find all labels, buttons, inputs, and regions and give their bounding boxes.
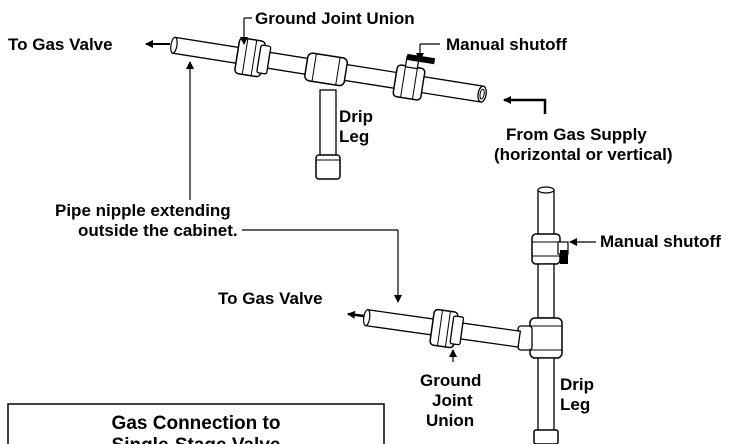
- top-manual-shutoff-label: Manual shutoff: [446, 35, 567, 54]
- bottom-pipe-nipple: [364, 309, 438, 337]
- bottom-tee-fitting: [517, 317, 563, 359]
- bottom-manual-shutoff-label: Manual shutoff: [600, 232, 721, 251]
- top-to-gas-valve-label: To Gas Valve: [8, 35, 113, 54]
- pipe-nipple-label-line2: outside the cabinet.: [78, 221, 238, 240]
- bottom-drip-leg: [533, 357, 559, 444]
- caption-box: Gas Connection to Single-Stage Valve: [7, 403, 385, 444]
- from-gas-supply-label-line2: (horizontal or vertical): [494, 145, 673, 164]
- from-gas-supply-arrow: [503, 96, 547, 114]
- bottom-ground-joint-union: [429, 308, 465, 349]
- top-drip-label-line1: Drip: [339, 107, 373, 126]
- pipe-nipple-label-line1: Pipe nipple extending: [55, 201, 231, 220]
- bottom-ground-label-line1: Ground: [420, 371, 481, 390]
- bottom-drip-label-line1: Drip: [560, 375, 594, 394]
- top-ground-joint-union-label: Ground Joint Union: [255, 9, 415, 28]
- bottom-pipe-assembly: [362, 186, 569, 444]
- top-drip-leg: [315, 89, 341, 180]
- top-pipe-assembly: [170, 36, 487, 180]
- bottom-ground-label-line2: Joint: [432, 391, 473, 410]
- caption-title-line2: Single-Stage Valve: [112, 435, 281, 444]
- caption-title-line1: Gas Connection to: [112, 413, 281, 434]
- bottom-manual-shutoff-valve: [531, 233, 569, 265]
- bottom-ground-label-line3: Union: [426, 411, 474, 430]
- bottom-drip-label-line2: Leg: [560, 395, 590, 414]
- top-tee-fitting: [304, 52, 349, 87]
- top-ground-joint-union: [234, 37, 272, 78]
- bottom-to-gas-valve-label: To Gas Valve: [218, 289, 323, 308]
- top-pipe-nipple: [171, 36, 246, 65]
- from-gas-supply-label-line1: From Gas Supply: [506, 125, 647, 144]
- top-drip-label-line2: Leg: [339, 127, 369, 146]
